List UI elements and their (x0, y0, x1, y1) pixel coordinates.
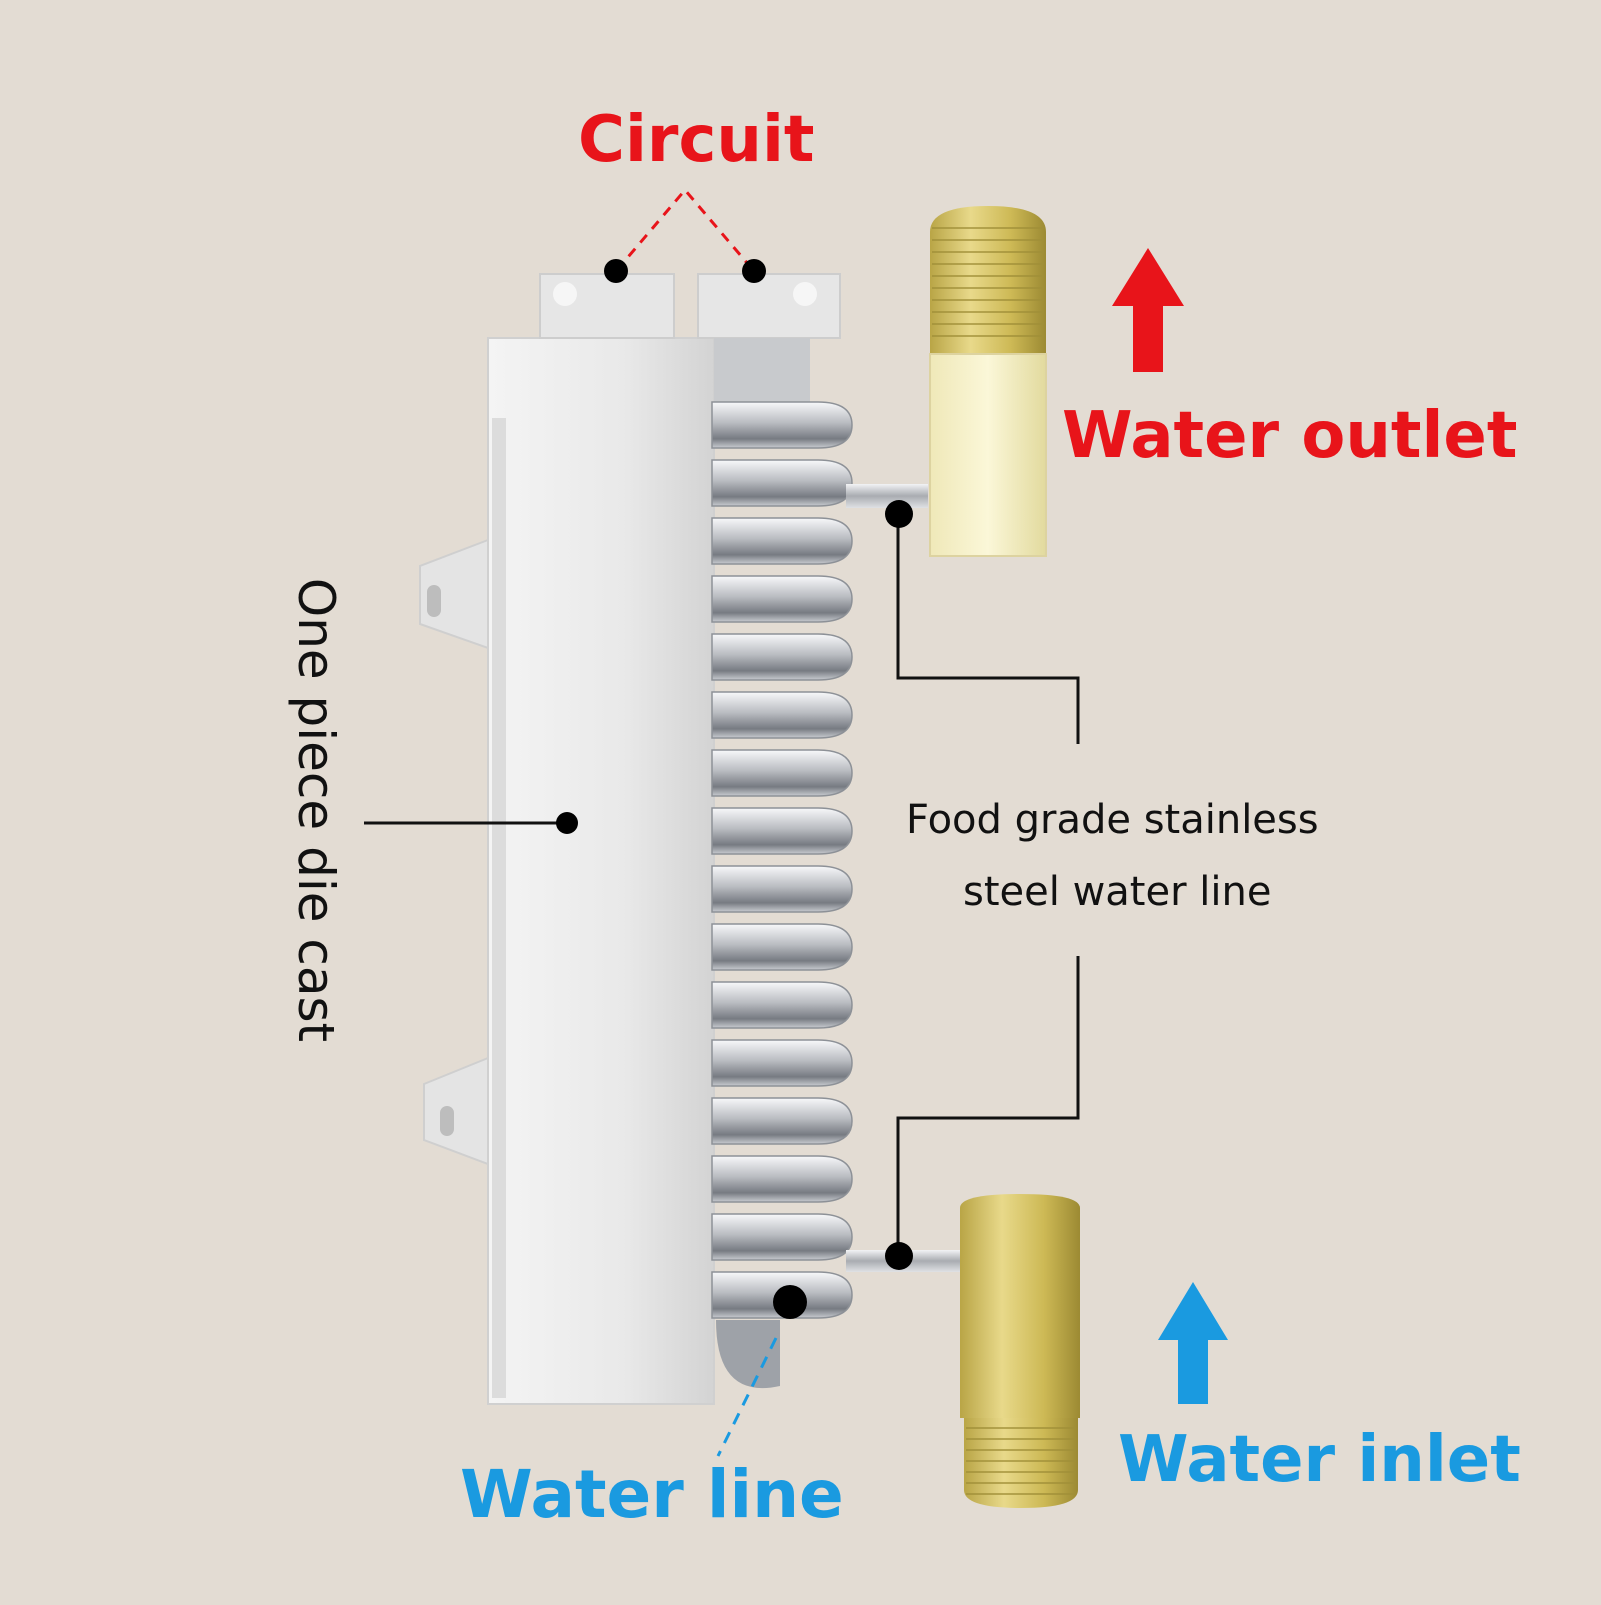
coil-turn (711, 1213, 853, 1261)
outlet-thread-lines (932, 227, 1044, 337)
inlet-pipe-dot (885, 1242, 913, 1270)
water-line-label: Water line (460, 1456, 844, 1533)
terminal-right-screw (793, 282, 817, 306)
food-grade-label-line1: Food grade stainless (906, 797, 1319, 843)
terminal-right (697, 273, 841, 339)
coil-turn (711, 459, 853, 507)
inlet-thread (964, 1418, 1078, 1508)
outlet-fitting (929, 353, 1047, 557)
coil-bottom-return (716, 1320, 780, 1389)
coil-turn (711, 633, 853, 681)
mount-ear-bottom (423, 1056, 489, 1166)
coil-turn (711, 749, 853, 797)
water-line-leader (716, 1337, 778, 1457)
stainless-steel-coil (711, 401, 853, 1319)
coil-turn (711, 807, 853, 855)
coil-turn (711, 865, 853, 913)
outlet-pipe (846, 484, 928, 508)
coil-turn (711, 517, 853, 565)
die-cast-dot (556, 812, 578, 834)
coil-turn (711, 1097, 853, 1145)
water-line-dot (773, 1285, 807, 1319)
circuit-leader (615, 187, 755, 271)
water-inlet-label: Water inlet (1118, 1423, 1521, 1497)
terminal-left (539, 273, 675, 339)
food-grade-leader-top (896, 512, 1080, 744)
die-cast-housing (487, 337, 715, 1405)
coil-turn (711, 923, 853, 971)
food-grade-label-line2: steel water line (963, 869, 1272, 915)
coil-turn (711, 691, 853, 739)
arrow-up-icon (1158, 1282, 1228, 1404)
coil-turn (711, 1155, 853, 1203)
circuit-label: Circuit (578, 103, 815, 177)
circuit-dot-right (742, 259, 766, 283)
food-grade-leader-bottom (896, 956, 1080, 1258)
terminal-posts (714, 338, 810, 404)
coil-turn (711, 1039, 853, 1087)
outlet-pipe-dot (885, 500, 913, 528)
arrow-up-icon (1112, 248, 1184, 372)
inlet-thread-lines (966, 1427, 1076, 1495)
outlet-thread (930, 206, 1046, 354)
mount-hole-top (427, 585, 441, 617)
coil-turn (711, 981, 853, 1029)
terminal-left-screw (553, 282, 577, 306)
inlet-fitting (960, 1194, 1080, 1418)
circuit-dot-left (604, 259, 628, 283)
housing-edge (492, 418, 506, 1398)
die-cast-label: One piece die cast (287, 577, 345, 1043)
coil-turn (711, 401, 853, 449)
coil-turn (711, 575, 853, 623)
water-outlet-label: Water outlet (1062, 399, 1518, 473)
mount-hole-bottom (440, 1106, 454, 1136)
